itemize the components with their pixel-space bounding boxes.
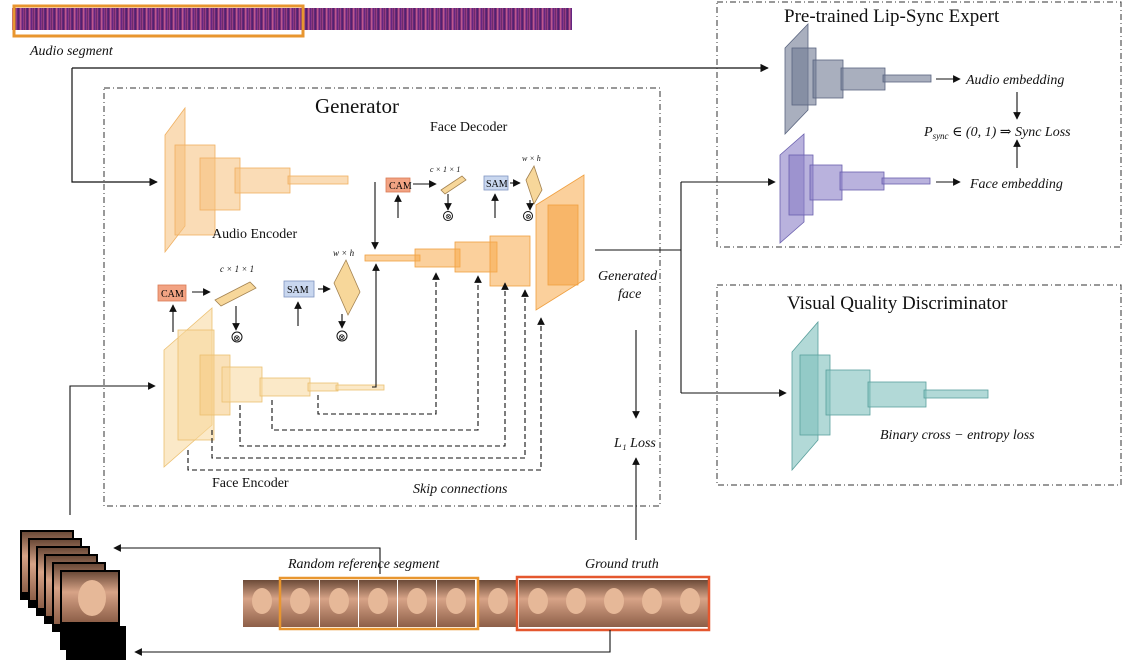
discriminator-network bbox=[791, 320, 989, 472]
face-decoder-label: Face Decoder bbox=[430, 120, 508, 135]
encoder-multiply-icon-1 bbox=[231, 331, 243, 343]
audio-encoder-label: Audio Encoder bbox=[212, 227, 297, 242]
decoder-cam-box bbox=[385, 177, 411, 193]
decoder-multiply-icon-2 bbox=[523, 211, 533, 221]
decoder-sam-label: SAM bbox=[486, 179, 508, 190]
encoder-c-dim: c × 1 × 1 bbox=[220, 264, 254, 274]
stacked-input-frames bbox=[20, 530, 126, 660]
frame-7 bbox=[479, 580, 517, 627]
encoder-cam-box bbox=[157, 284, 187, 302]
encoder-cam-label: CAM bbox=[161, 289, 184, 300]
svg-text:⊗: ⊗ bbox=[338, 332, 346, 342]
decoder-spatial-map bbox=[525, 165, 543, 205]
frame-8 bbox=[519, 580, 557, 627]
frame-2 bbox=[281, 580, 319, 627]
groundtruth-to-stack-arrow bbox=[134, 630, 611, 656]
lipsync-expert-title: Pre-trained Lip-Sync Expert bbox=[784, 6, 1000, 27]
masked-lower-half bbox=[66, 626, 126, 660]
audio-segment-label: Audio segment bbox=[29, 44, 114, 59]
frame-3 bbox=[320, 580, 358, 627]
discriminator-box bbox=[716, 284, 1122, 486]
sync-loss-formula: Psync ∈ (0, 1) ⇒ Sync Loss bbox=[923, 125, 1071, 141]
encoder-wh-dim: w × h bbox=[333, 248, 355, 258]
decoder-c-dim: c × 1 × 1 bbox=[430, 165, 460, 174]
frame-11 bbox=[633, 580, 671, 627]
svg-text:⊗: ⊗ bbox=[233, 333, 241, 343]
lipsync-expert-box bbox=[716, 1, 1122, 248]
video-frames-strip bbox=[243, 575, 711, 632]
bce-loss-label: Binary cross − entropy loss bbox=[880, 428, 1035, 443]
frame-6 bbox=[437, 580, 475, 627]
ground-truth-label: Ground truth bbox=[585, 557, 659, 572]
generated-face-line1: Generated bbox=[598, 269, 658, 284]
face-embedding-label: Face embedding bbox=[969, 177, 1063, 192]
random-reference-highlight bbox=[278, 576, 480, 631]
random-reference-label: Random reference segment bbox=[287, 557, 440, 572]
encoder-multiply-icon-2 bbox=[336, 330, 348, 342]
frame-1 bbox=[243, 580, 281, 627]
svg-text:⊗: ⊗ bbox=[525, 212, 532, 221]
frame-5 bbox=[398, 580, 436, 627]
frame-10 bbox=[595, 580, 633, 627]
audio-to-encoder-arrow bbox=[71, 68, 158, 187]
encoder-spatial-map bbox=[333, 259, 361, 316]
decoder-attention: CAM c × 1 × 1 ⊗ SAM w × h ⊗ bbox=[385, 154, 543, 221]
discriminator-title: Visual Quality Discriminator bbox=[787, 293, 1008, 314]
audio-spectrogram bbox=[12, 4, 572, 38]
frame-9 bbox=[557, 580, 595, 627]
audio-embedding-label: Audio embedding bbox=[965, 73, 1064, 88]
lipsync-audio-encoder bbox=[784, 23, 932, 135]
encoder-sam-label: SAM bbox=[287, 285, 309, 296]
ground-truth-highlight bbox=[515, 575, 711, 632]
generator-title: Generator bbox=[315, 94, 399, 118]
encoder-to-decoder-arrow bbox=[372, 263, 380, 388]
skip-connections-label: Skip connections bbox=[413, 482, 508, 497]
encoder-channel-vector bbox=[214, 281, 257, 307]
decoder-multiply-icon-1 bbox=[443, 211, 453, 221]
decoder-cam-label: CAM bbox=[389, 181, 412, 192]
audio-encoder bbox=[164, 106, 349, 254]
encoder-sam-box bbox=[283, 280, 315, 298]
svg-text:⊗: ⊗ bbox=[445, 212, 452, 221]
frame-12 bbox=[671, 580, 709, 627]
decoder-channel-vector bbox=[440, 175, 467, 195]
lipsync-face-encoder bbox=[779, 133, 931, 244]
face-encoder bbox=[163, 307, 385, 468]
decoder-sam-box bbox=[483, 175, 509, 191]
generator-box bbox=[103, 87, 661, 507]
reference-to-stack-arrow bbox=[113, 544, 381, 574]
stack-to-face-encoder-arrow bbox=[69, 382, 156, 515]
face-encoder-label: Face Encoder bbox=[212, 476, 289, 491]
generated-face-line2: face bbox=[618, 287, 641, 302]
frame-4 bbox=[359, 580, 397, 627]
face-decoder bbox=[364, 174, 585, 311]
encoder-attention: CAM c × 1 × 1 ⊗ SAM w × h ⊗ bbox=[157, 248, 361, 343]
decoder-wh-dim: w × h bbox=[522, 154, 541, 163]
audio-segment-highlight bbox=[12, 4, 305, 38]
l1-loss-label: L₁ Loss bbox=[613, 436, 656, 451]
skip-connections bbox=[187, 272, 545, 471]
